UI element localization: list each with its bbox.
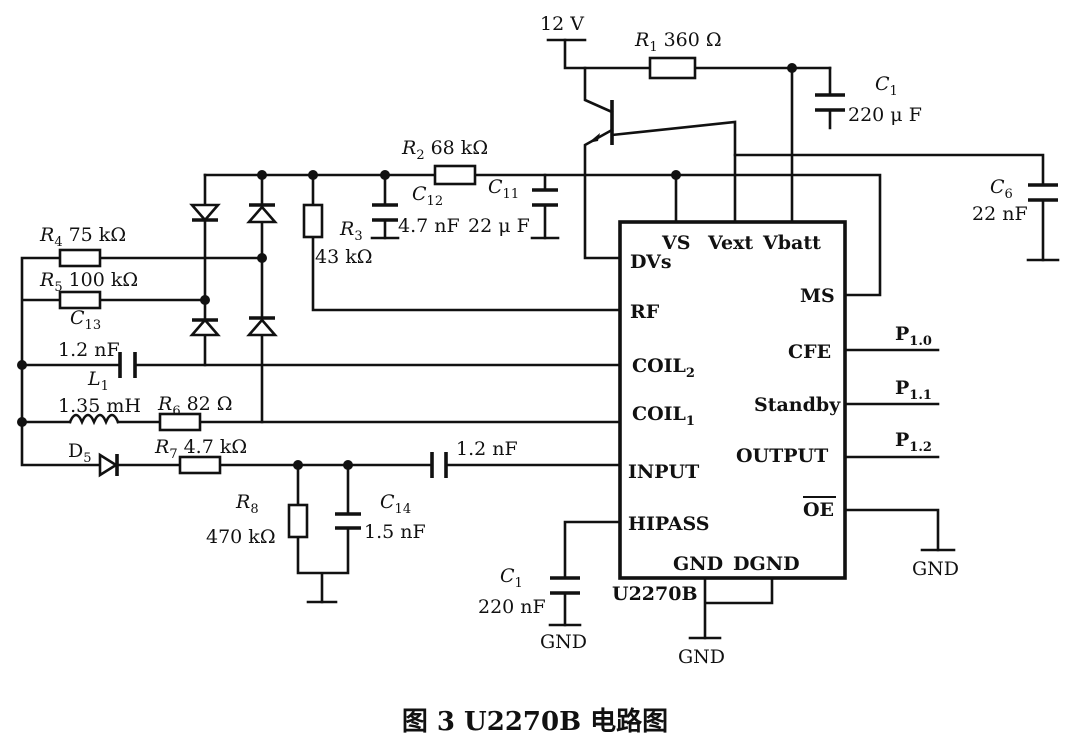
junction-dots [17,63,797,470]
r1-resistor [648,56,697,80]
gnd-label-oe: GND [912,558,959,580]
r6-resistor [158,412,202,432]
pin-vs: VS [661,232,690,254]
c6-wire [733,153,1045,262]
transistor-wires [583,66,737,224]
transistor-emitter [583,128,622,260]
supply-wire [563,38,832,70]
l1-inductor [68,413,120,426]
pin-vext: Vext [707,232,753,254]
pin-dvs: DVs [630,251,672,273]
pin-standby: Standby [754,394,841,416]
port-p12: P1.2 [895,429,932,455]
c11-value: 22 μ F [468,215,530,237]
pin-rf: RF [630,301,660,323]
bridge-diode-4 [246,318,278,337]
r8-c14-wires [296,463,350,604]
pin-hipass: HIPASS [628,513,710,535]
ic-name: U2270B [612,583,698,605]
bridge-diode-1 [189,203,221,222]
gnd-label-ic: GND [678,646,725,668]
c12-label: C12 [412,183,443,209]
gnd-label-c1: GND [540,631,587,653]
diode-bridge-wires [203,173,264,424]
r8-label: R8 [235,491,259,517]
c11-label: C11 [488,176,519,202]
hipass-wire [563,520,622,627]
ic-gnd-wires [703,576,774,640]
figure-caption: 图 3 U2270B 电路图 [402,706,668,737]
r3-value: 43 kΩ [315,246,372,268]
pin-output: OUTPUT [736,445,828,467]
left-rail [20,256,264,467]
c6-value: 22 nF [972,203,1028,225]
c14-value: 1.5 nF [364,521,426,543]
c12-value: 4.7 nF [398,215,460,237]
d5-diode [98,452,119,478]
supply-label: 12 V [540,13,584,35]
c6-label: C6 [990,176,1013,202]
bridge-diode-3 [189,318,221,337]
r2-resistor [433,164,477,186]
c14-label: C14 [380,491,411,517]
pin-cfe: CFE [788,341,831,363]
c1-bottom-value: 220 nF [478,596,546,618]
r7-resistor [178,455,222,475]
c13-label: C13 [70,307,101,333]
pin-dgnd: DGND [733,553,800,575]
pin-coil2: COIL2 [632,355,695,381]
pin-vbatt: Vbatt [762,232,821,254]
pin-coil1: COIL1 [632,403,695,429]
c-input-value: 1.2 nF [456,438,518,460]
pin-ms: MS [800,285,835,307]
pin-input: INPUT [628,461,699,483]
r3-label: R3 [339,218,363,244]
port-p10: P1.0 [895,323,932,349]
d5-label: D5 [68,440,92,466]
r4-resistor [58,248,102,268]
pin-gnd: GND [673,553,723,575]
r5-resistor [58,290,102,310]
r8-resistor [287,503,309,539]
c1-top-value: 220 μ F [848,104,922,126]
pin-oe: OE [803,499,834,521]
r3-resistor [302,203,324,239]
port-p11: P1.1 [895,377,932,403]
r8-value: 470 kΩ [206,526,276,548]
l1-label: L1 [87,368,109,394]
bridge-diode-2 [246,205,278,224]
c1-bottom-label: C1 [500,565,523,591]
c1-top-label: C1 [875,73,898,99]
c13-value: 1.2 nF [58,339,120,361]
emitter-arrow-icon [588,133,600,143]
l1-value: 1.35 mH [58,395,141,417]
ic-u2270b-body [618,220,847,580]
right-outputs [843,348,940,552]
